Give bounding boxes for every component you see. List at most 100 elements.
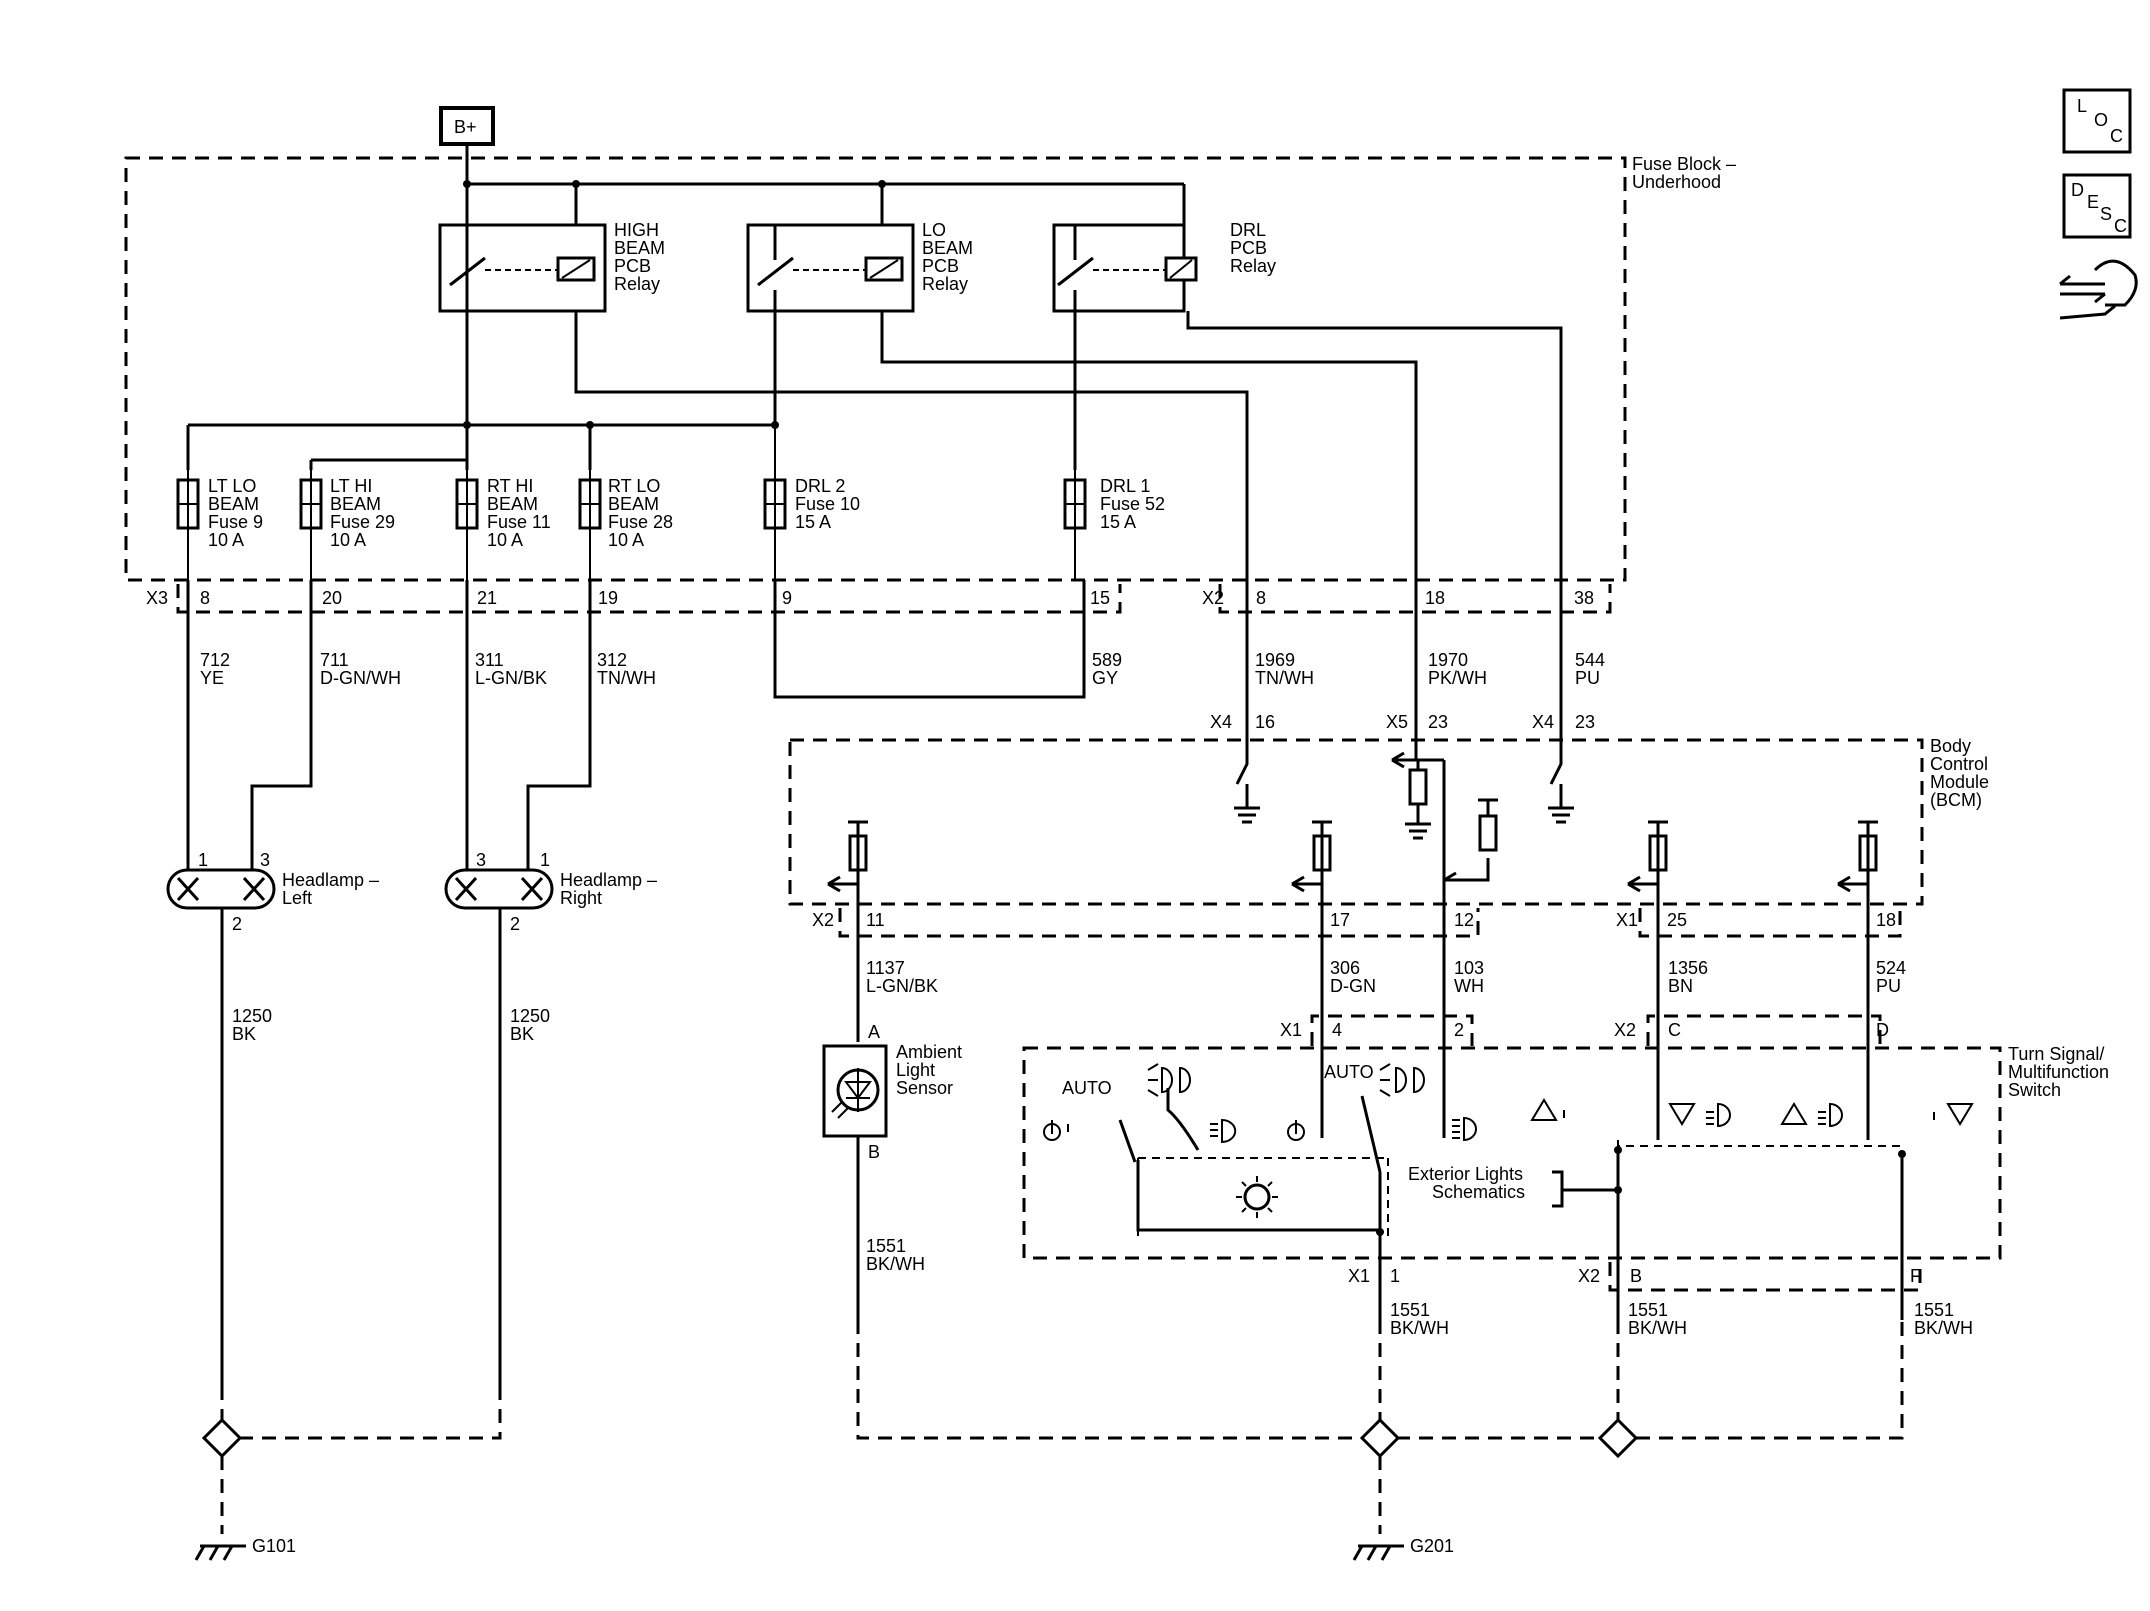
svg-text:WH: WH — [1454, 976, 1484, 996]
svg-text:Underhood: Underhood — [1632, 172, 1721, 192]
svg-text:Multifunction: Multifunction — [2008, 1062, 2109, 1082]
fuse-drl-1: DRL 1 Fuse 52 15 A — [1063, 470, 1165, 580]
ground-g101: G101 — [194, 1386, 502, 1561]
fuse-output-wires: 712 YE 711 D-GN/WH 311 L-GN/BK 312 TN/WH… — [186, 580, 1605, 870]
svg-text:DRL 1: DRL 1 — [1100, 476, 1150, 496]
connector-tool-icon[interactable] — [2059, 259, 2138, 320]
svg-text:X2: X2 — [812, 910, 834, 930]
svg-text:12: 12 — [1454, 910, 1474, 930]
bcm-input-11 — [827, 820, 868, 930]
svg-text:19: 19 — [598, 588, 618, 608]
headlamp-left: 1 3 2 Headlamp – Left 1250 BK — [166, 850, 379, 1386]
svg-text:Body: Body — [1930, 736, 1971, 756]
svg-text:(BCM): (BCM) — [1930, 790, 1982, 810]
svg-text:C: C — [1668, 1020, 1681, 1040]
svg-text:G101: G101 — [252, 1536, 296, 1556]
svg-text:1970: 1970 — [1428, 650, 1468, 670]
headlamp-right: 3 1 2 Headlamp – Right 1250 BK — [444, 850, 657, 1386]
svg-text:3: 3 — [260, 850, 270, 870]
svg-text:15 A: 15 A — [795, 512, 831, 532]
svg-text:X4: X4 — [1210, 712, 1232, 732]
svg-text:Light: Light — [896, 1060, 935, 1080]
svg-text:X2: X2 — [1614, 1020, 1636, 1040]
svg-text:YE: YE — [200, 668, 224, 688]
svg-text:8: 8 — [1256, 588, 1266, 608]
svg-text:C: C — [2114, 216, 2127, 236]
svg-text:1: 1 — [198, 850, 208, 870]
svg-text:X4: X4 — [1532, 712, 1554, 732]
svg-text:BN: BN — [1668, 976, 1693, 996]
bcm-input-18 — [1837, 820, 1878, 930]
svg-text:BK: BK — [510, 1024, 534, 1044]
svg-text:BK/WH: BK/WH — [1914, 1318, 1973, 1338]
svg-text:2: 2 — [510, 914, 520, 934]
switch-bottom-connectors: X1 1 X2 B F 1551 BK/WH 1551 BK/WH 1551 B… — [1348, 1236, 1973, 1338]
svg-text:O: O — [2094, 110, 2108, 130]
svg-text:BK/WH: BK/WH — [1390, 1318, 1449, 1338]
svg-text:18: 18 — [1425, 588, 1445, 608]
multifunction-switch: Turn Signal/ Multifunction Switch AUTO A… — [1022, 1044, 2109, 1320]
svg-text:1: 1 — [540, 850, 550, 870]
svg-text:LT LO: LT LO — [208, 476, 256, 496]
svg-text:1250: 1250 — [232, 1006, 272, 1026]
svg-text:BK/WH: BK/WH — [1628, 1318, 1687, 1338]
svg-text:X1: X1 — [1280, 1020, 1302, 1040]
svg-text:1: 1 — [1390, 1266, 1400, 1286]
svg-text:AUTO: AUTO — [1324, 1062, 1374, 1082]
svg-text:D: D — [2071, 180, 2084, 200]
svg-text:23: 23 — [1575, 712, 1595, 732]
svg-text:BEAM: BEAM — [614, 238, 665, 258]
svg-text:Turn Signal/: Turn Signal/ — [2008, 1044, 2104, 1064]
svg-text:PK/WH: PK/WH — [1428, 668, 1487, 688]
svg-text:711: 711 — [320, 650, 349, 670]
svg-text:Fuse 28: Fuse 28 — [608, 512, 673, 532]
svg-text:712: 712 — [200, 650, 230, 670]
svg-text:X1: X1 — [1348, 1266, 1370, 1286]
svg-text:544: 544 — [1575, 650, 1605, 670]
svg-text:TN/WH: TN/WH — [597, 668, 656, 688]
svg-text:D-GN/WH: D-GN/WH — [320, 668, 401, 688]
svg-text:S: S — [2100, 204, 2112, 224]
svg-text:D: D — [1876, 1020, 1889, 1040]
svg-text:Relay: Relay — [614, 274, 660, 294]
svg-text:Headlamp –: Headlamp – — [282, 870, 379, 890]
svg-text:PU: PU — [1876, 976, 1901, 996]
svg-text:L-GN/BK: L-GN/BK — [866, 976, 938, 996]
svg-text:Left: Left — [282, 888, 312, 908]
svg-text:311: 311 — [475, 650, 504, 670]
fuse-lt-hi-beam: LT HI BEAM Fuse 29 10 A — [299, 470, 395, 580]
svg-text:Module: Module — [1930, 772, 1989, 792]
power-icon — [1043, 1120, 1069, 1141]
svg-text:BEAM: BEAM — [487, 494, 538, 514]
svg-text:L-GN/BK: L-GN/BK — [475, 668, 547, 688]
svg-text:F: F — [1910, 1266, 1921, 1286]
svg-text:A: A — [868, 1022, 880, 1042]
svg-text:RT HI: RT HI — [487, 476, 533, 496]
svg-text:15 A: 15 A — [1100, 512, 1136, 532]
svg-text:BK/WH: BK/WH — [866, 1254, 925, 1274]
power-icon — [1287, 1120, 1305, 1141]
svg-text:AUTO: AUTO — [1062, 1078, 1112, 1098]
fuse-rt-hi-beam: RT HI BEAM Fuse 11 10 A — [455, 470, 551, 580]
svg-text:B: B — [1630, 1266, 1642, 1286]
svg-text:10 A: 10 A — [330, 530, 366, 550]
svg-text:DRL 2: DRL 2 — [795, 476, 845, 496]
svg-text:Control: Control — [1930, 754, 1988, 774]
desc-icon[interactable]: D E S C — [2062, 173, 2132, 239]
svg-text:Fuse 10: Fuse 10 — [795, 494, 860, 514]
svg-text:X2: X2 — [1202, 588, 1224, 608]
power-bus — [463, 144, 1186, 425]
lo-beam-relay: LO BEAM PCB Relay — [746, 220, 973, 313]
svg-text:9: 9 — [782, 588, 792, 608]
svg-text:1137: 1137 — [866, 958, 905, 978]
svg-text:BEAM: BEAM — [208, 494, 259, 514]
svg-text:Fuse 29: Fuse 29 — [330, 512, 395, 532]
ambient-light-sensor: A B Ambient Light Sensor 1551 BK/WH — [822, 1022, 962, 1320]
svg-text:20: 20 — [322, 588, 342, 608]
svg-text:Switch: Switch — [2008, 1080, 2061, 1100]
svg-text:C: C — [2110, 126, 2123, 146]
loc-icon[interactable]: L O C — [2062, 88, 2132, 154]
svg-text:LO: LO — [922, 220, 946, 240]
svg-text:3: 3 — [476, 850, 486, 870]
